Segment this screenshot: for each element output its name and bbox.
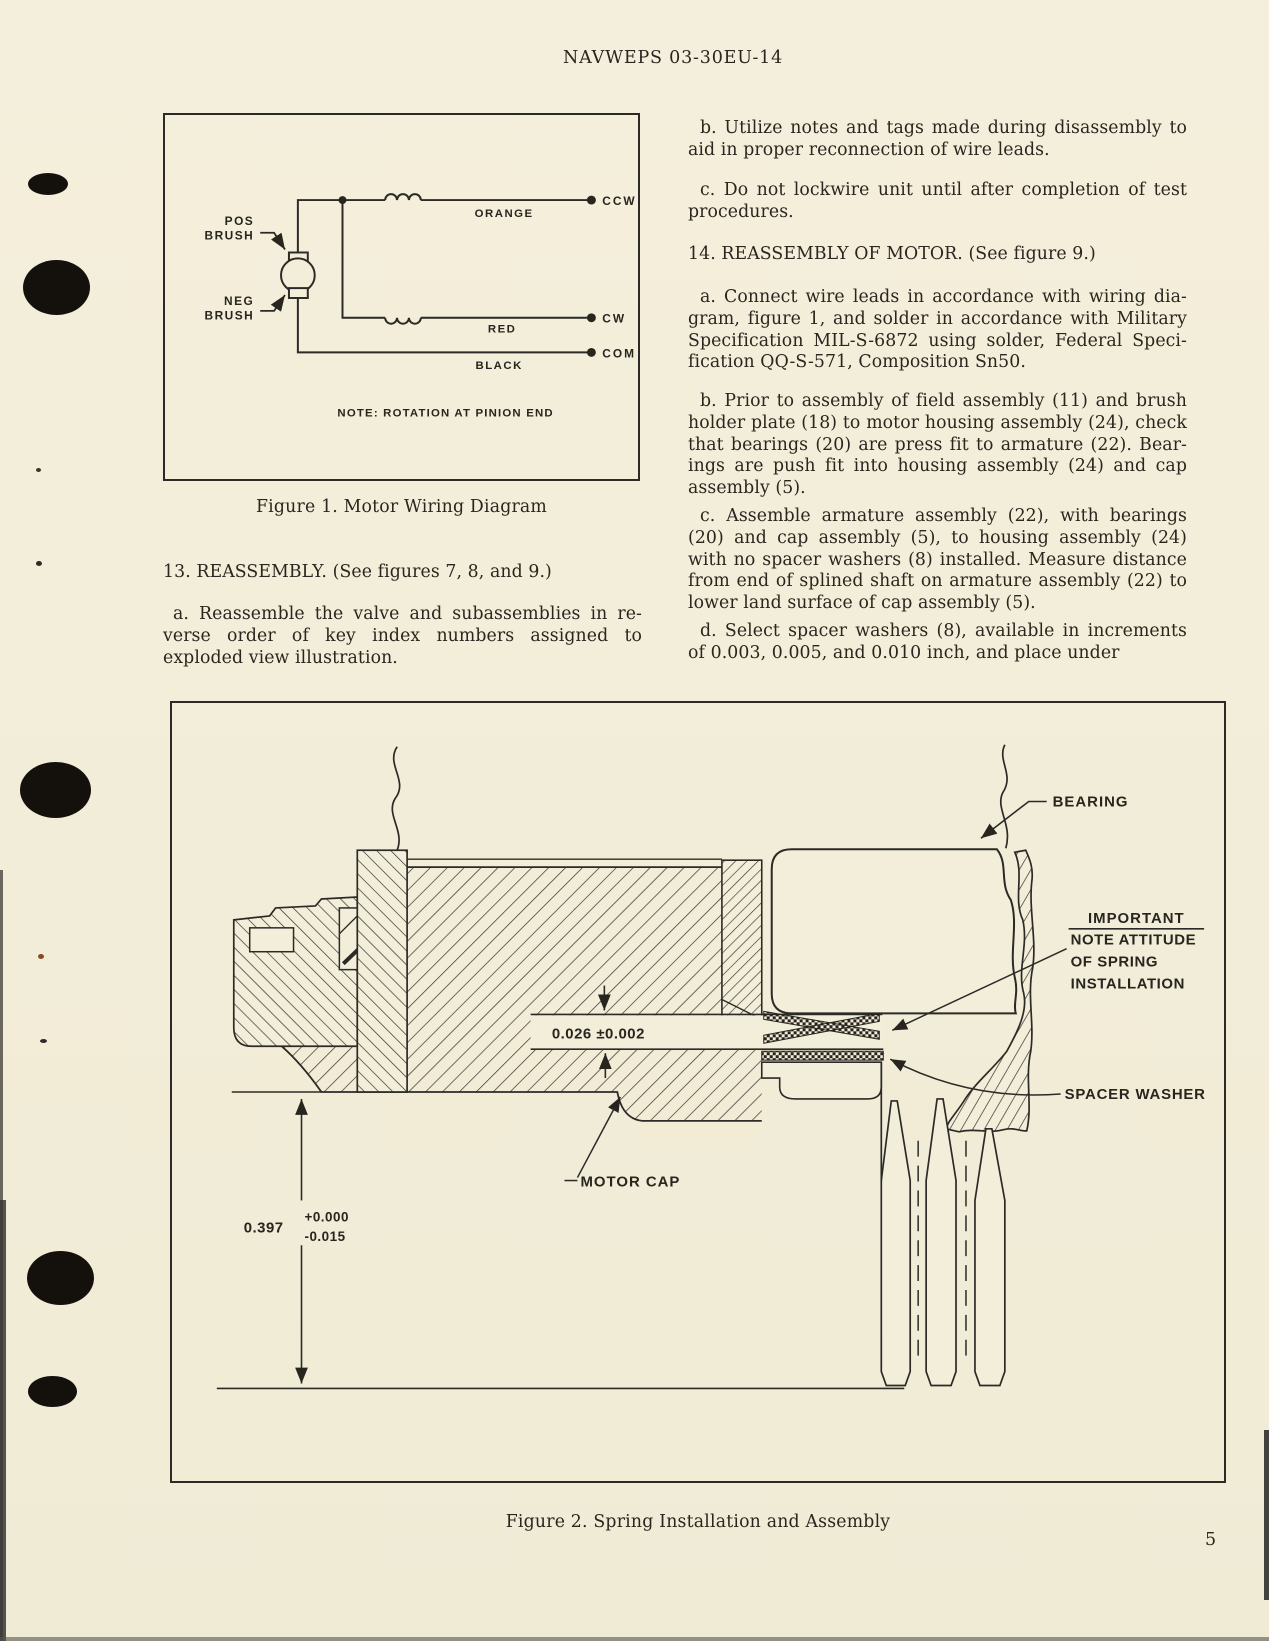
spring-note-leader xyxy=(891,948,1067,1031)
scan-edge-right xyxy=(1264,1430,1269,1600)
spline-tooth xyxy=(880,1100,912,1387)
field-ring-section xyxy=(721,859,763,1022)
housing-neck-section xyxy=(356,746,408,1093)
ccw-terminal-label: CCW xyxy=(602,194,636,208)
neg-brush-label: NEG xyxy=(224,294,254,308)
ink-speck xyxy=(40,1039,47,1043)
figure1-box: POS BRUSH NEG BRUSH ORANGE RED BLACK CCW… xyxy=(163,113,640,481)
bearing-section xyxy=(770,848,1018,1015)
coil-icon xyxy=(384,317,422,325)
figure2-caption: Figure 2. Spring Installation and Assemb… xyxy=(505,1512,891,1532)
bearing-label: BEARING xyxy=(1053,793,1129,810)
page-header: NAVWEPS 03-30EU-14 xyxy=(562,48,784,68)
spring-note-line3: INSTALLATION xyxy=(1071,976,1185,993)
spring-note-line2: OF SPRING xyxy=(1071,954,1159,971)
paragraph-14d: d. Select spacer washers (8), available … xyxy=(688,621,1187,663)
black-wire-label: BLACK xyxy=(476,360,523,372)
break-line xyxy=(391,746,401,851)
ink-speck xyxy=(36,468,41,472)
neg-brush-icon xyxy=(287,287,309,299)
neg-brush-arrow xyxy=(260,294,286,312)
punch-hole xyxy=(28,1376,77,1407)
pos-brush-arrow xyxy=(260,231,286,251)
figure1-caption: Figure 1. Motor Wiring Diagram xyxy=(255,497,548,517)
scan-edge-left-dark xyxy=(0,1200,6,1641)
punch-hole xyxy=(23,260,90,315)
ink-speck xyxy=(36,561,42,566)
pos-brush-label2: BRUSH xyxy=(205,229,255,243)
punch-hole xyxy=(20,762,91,818)
paragraph-c: c. Do not lockwire unit until after comp… xyxy=(688,180,1187,222)
section-13-heading: 13. REASSEMBLY. (See figures 7, 8, and 9… xyxy=(163,562,552,582)
splined-shaft xyxy=(880,1062,1006,1387)
red-wire-label: RED xyxy=(488,324,517,336)
cw-terminal-label: CW xyxy=(602,312,626,326)
ink-speck xyxy=(38,954,44,959)
motor-symbol xyxy=(280,251,316,299)
height-dimension-value: 0.397 xyxy=(244,1219,284,1236)
gap-dimension-value: 0.026 ±0.002 xyxy=(552,1025,645,1042)
paragraph-14c: c. Assemble armature assembly (22), with… xyxy=(688,506,1187,614)
junction-dot xyxy=(338,196,347,205)
spring-note-line1: NOTE ATTITUDE xyxy=(1071,932,1197,949)
spacer-washer-leader xyxy=(889,1058,1061,1096)
terminal-dot-com xyxy=(586,347,596,357)
important-label: IMPORTANT xyxy=(1088,910,1185,927)
section-14-heading: 14. REASSEMBLY OF MOTOR. (See figure 9.) xyxy=(688,244,1096,264)
paragraph-14b: b. Prior to assembly of field assembly (… xyxy=(688,391,1187,499)
paragraph-14a: a. Connect wire leads in accordance with… xyxy=(688,287,1187,373)
bearing-leader xyxy=(980,800,1047,839)
spline-tooth xyxy=(925,1098,957,1387)
height-dimension: 0.397 +0.000 -0.015 xyxy=(216,1091,905,1390)
shaft-break-line xyxy=(999,744,1009,849)
armature-shoulder xyxy=(760,1061,883,1100)
rotation-note: NOTE: ROTATION AT PINION END xyxy=(337,408,553,420)
spring-section xyxy=(761,1010,884,1061)
spring-installation-drawing: 0.026 ±0.002 0.397 +0.000 -0.015 BEARING… xyxy=(216,744,1206,1390)
coil-icon xyxy=(384,193,422,201)
punch-hole xyxy=(28,173,68,195)
flange-notch xyxy=(248,927,295,953)
wiring-lines xyxy=(296,193,592,354)
spline-tooth xyxy=(974,1127,1006,1387)
neg-brush-label2: BRUSH xyxy=(205,309,255,323)
terminal-dot-cw xyxy=(586,313,596,323)
motor-wiring-diagram: POS BRUSH NEG BRUSH ORANGE RED BLACK CCW… xyxy=(205,193,636,420)
scan-edge-bottom xyxy=(0,1637,1269,1641)
paragraph-13a: a. Reassemble the valve and subassemblie… xyxy=(163,604,642,668)
height-tolerance-minus: -0.015 xyxy=(304,1229,345,1244)
orange-wire-label: ORANGE xyxy=(475,208,534,220)
terminal-dot-ccw xyxy=(586,195,596,205)
height-tolerance-plus: +0.000 xyxy=(304,1209,348,1224)
motor-cap-label: MOTOR CAP xyxy=(580,1174,680,1191)
punch-hole xyxy=(27,1251,94,1305)
pos-brush-label: POS xyxy=(225,214,255,228)
spacer-washer-section xyxy=(761,1050,884,1061)
gap-dimension: 0.026 ±0.002 xyxy=(552,985,645,1079)
paragraph-b: b. Utilize notes and tags made during di… xyxy=(688,118,1187,160)
motor-cap-leader xyxy=(576,1096,621,1178)
com-terminal-label: COM xyxy=(602,346,636,360)
callouts: BEARING IMPORTANT NOTE ATTITUDE OF SPRIN… xyxy=(564,793,1206,1191)
page-number: 5 xyxy=(1205,1530,1217,1550)
spacer-washer-label: SPACER WASHER xyxy=(1065,1086,1206,1103)
figure2-box: 0.026 ±0.002 0.397 +0.000 -0.015 BEARING… xyxy=(170,701,1226,1483)
